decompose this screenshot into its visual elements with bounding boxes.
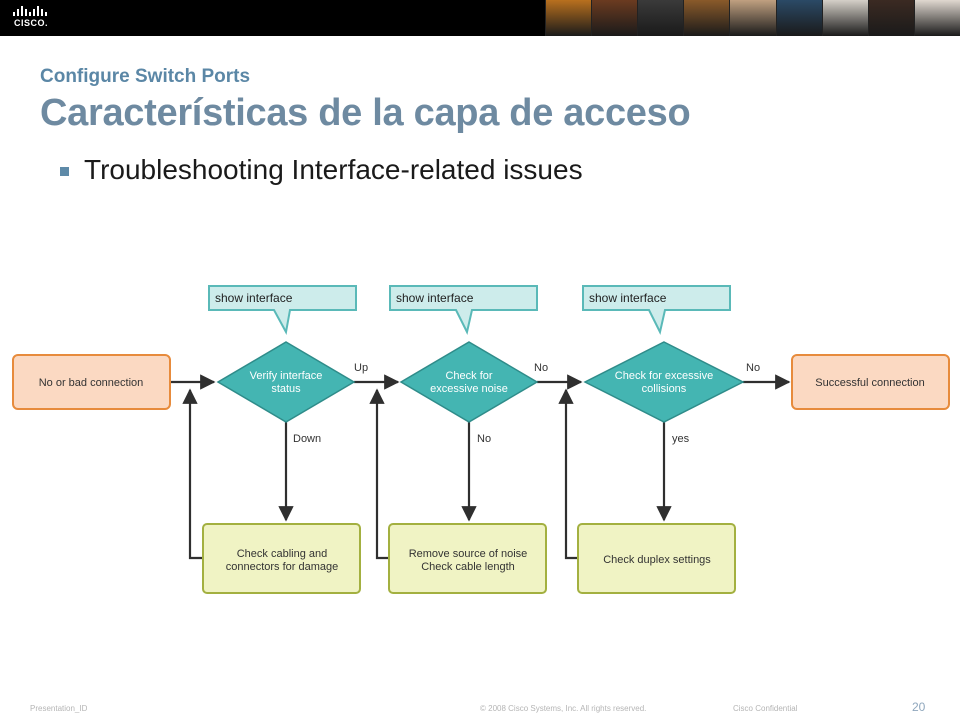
top-banner: CISCO. bbox=[0, 0, 960, 36]
edge-label-down: Down bbox=[293, 433, 321, 445]
arrow-action3-return bbox=[558, 388, 577, 560]
banner-photo-tile bbox=[821, 0, 868, 36]
action1-line1: Check cabling and bbox=[237, 548, 328, 560]
start-node bbox=[12, 354, 171, 410]
banner-photo-tile bbox=[545, 0, 592, 36]
callout2-label: show interface bbox=[396, 291, 474, 305]
decision-verify-interface bbox=[216, 341, 356, 423]
action1-line2: connectors for damage bbox=[226, 561, 339, 573]
cisco-logo bbox=[13, 6, 47, 16]
photo-banner bbox=[545, 0, 960, 36]
banner-photo-tile bbox=[729, 0, 776, 36]
callout-show-interface-1: show interface bbox=[208, 285, 357, 335]
banner-photo-tile bbox=[591, 0, 638, 36]
slide-title: Características de la capa de acceso bbox=[40, 92, 691, 134]
edge-label-up: Up bbox=[354, 362, 368, 374]
edge-label-no-1: No bbox=[534, 362, 548, 374]
bullet-text: Troubleshooting Interface-related issues bbox=[84, 154, 583, 185]
banner-photo-tile bbox=[775, 0, 822, 36]
decision1-line2: status bbox=[271, 383, 301, 395]
decision3-line2: collisions bbox=[642, 383, 687, 395]
bullet-item: Troubleshooting Interface-related issues bbox=[60, 154, 583, 186]
banner-photo-tile bbox=[637, 0, 684, 36]
banner-photo-tile bbox=[683, 0, 730, 36]
decision3-line1: Check for excessive bbox=[615, 370, 713, 382]
footer-copyright: © 2008 Cisco Systems, Inc. All rights re… bbox=[480, 704, 647, 713]
troubleshooting-flowchart: No or bad connection Successful connecti… bbox=[12, 285, 950, 594]
arrow-action2-return bbox=[369, 388, 388, 560]
action2-line2: Check cable length bbox=[421, 561, 515, 573]
action-remove-noise bbox=[388, 523, 547, 594]
decision-excessive-collisions bbox=[583, 341, 745, 423]
callout1-label: show interface bbox=[215, 291, 293, 305]
decision2-line1: Check for bbox=[445, 370, 492, 382]
callout3-label: show interface bbox=[589, 291, 667, 305]
slide-subtitle: Configure Switch Ports bbox=[40, 66, 251, 87]
decision1-line1: Verify interface bbox=[250, 370, 323, 382]
start-node-label: No or bad connection bbox=[39, 377, 144, 389]
end-node-label: Successful connection bbox=[815, 377, 924, 389]
action-check-cabling bbox=[202, 523, 361, 594]
logo-text: CISCO. bbox=[14, 18, 49, 28]
edge-label-yes: yes bbox=[672, 433, 690, 445]
banner-photo-tile bbox=[913, 0, 960, 36]
bullet-square-icon bbox=[60, 166, 69, 176]
callout-show-interface-2: show interface bbox=[389, 285, 538, 335]
callout-show-interface-3: show interface bbox=[582, 285, 731, 335]
footer-confidential: Cisco Confidential bbox=[733, 704, 798, 713]
decision-excessive-noise bbox=[399, 341, 539, 423]
arrow-action1-return bbox=[182, 388, 202, 560]
end-node bbox=[791, 354, 950, 410]
action-check-duplex bbox=[577, 523, 736, 594]
action2-line1: Remove source of noise bbox=[409, 548, 528, 560]
footer-presentation-id: Presentation_ID bbox=[30, 704, 88, 713]
page-number: 20 bbox=[912, 700, 926, 714]
banner-photo-tile bbox=[867, 0, 914, 36]
decision2-line2: excessive noise bbox=[430, 383, 508, 395]
edge-label-no-3: No bbox=[477, 433, 491, 445]
edge-label-no-2: No bbox=[746, 362, 760, 374]
action3-label: Check duplex settings bbox=[603, 554, 711, 566]
